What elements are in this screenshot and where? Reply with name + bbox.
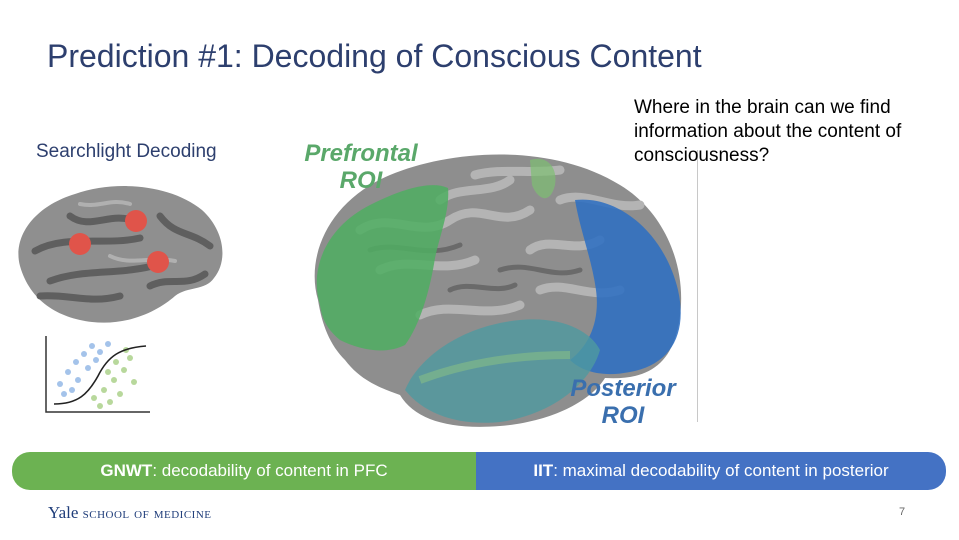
searchlight-label: Searchlight Decoding [36, 141, 217, 162]
page-number: 7 [899, 506, 906, 518]
brain-roi-image [314, 154, 682, 427]
footer-school: school of medicine [82, 505, 212, 522]
slide-title: Prediction #1: Decoding of Conscious Con… [47, 38, 702, 74]
gnwt-label: GNWT [100, 461, 153, 480]
inflated-brain-image [18, 186, 223, 323]
searchlight-spot [147, 251, 169, 273]
gnwt-prediction-bar: GNWT: decodability of content in PFC [12, 452, 476, 490]
posterior-roi-label-line2: ROI [601, 402, 645, 429]
gnwt-text: : decodability of content in PFC [152, 461, 388, 480]
prefrontal-roi-label-line2: ROI [339, 167, 383, 194]
question-text: Where in the brain can we find informati… [634, 97, 902, 166]
posterior-roi-region [570, 199, 681, 375]
posterior-roi-label-line1: Posterior [570, 375, 676, 402]
iit-prediction-bar: IIT: maximal decodability of content in … [476, 452, 946, 490]
prefrontal-roi-label: Prefrontal ROI [296, 140, 426, 194]
posterior-roi-label: Posterior ROI [558, 375, 688, 429]
prefrontal-roi-region [316, 185, 449, 351]
iit-label: IIT [533, 461, 554, 480]
footer-yale: Yale [48, 503, 79, 522]
iit-text: : maximal decodability of content in pos… [553, 461, 889, 480]
searchlight-spot [125, 210, 147, 232]
footer-logo: Yale school of medicine [48, 503, 211, 523]
searchlight-spot [69, 233, 91, 255]
prefrontal-roi-label-line1: Prefrontal [304, 140, 418, 167]
classifier-scatter-icon [45, 336, 150, 413]
temporal-roi-band [405, 319, 600, 423]
vertical-divider [697, 150, 698, 422]
